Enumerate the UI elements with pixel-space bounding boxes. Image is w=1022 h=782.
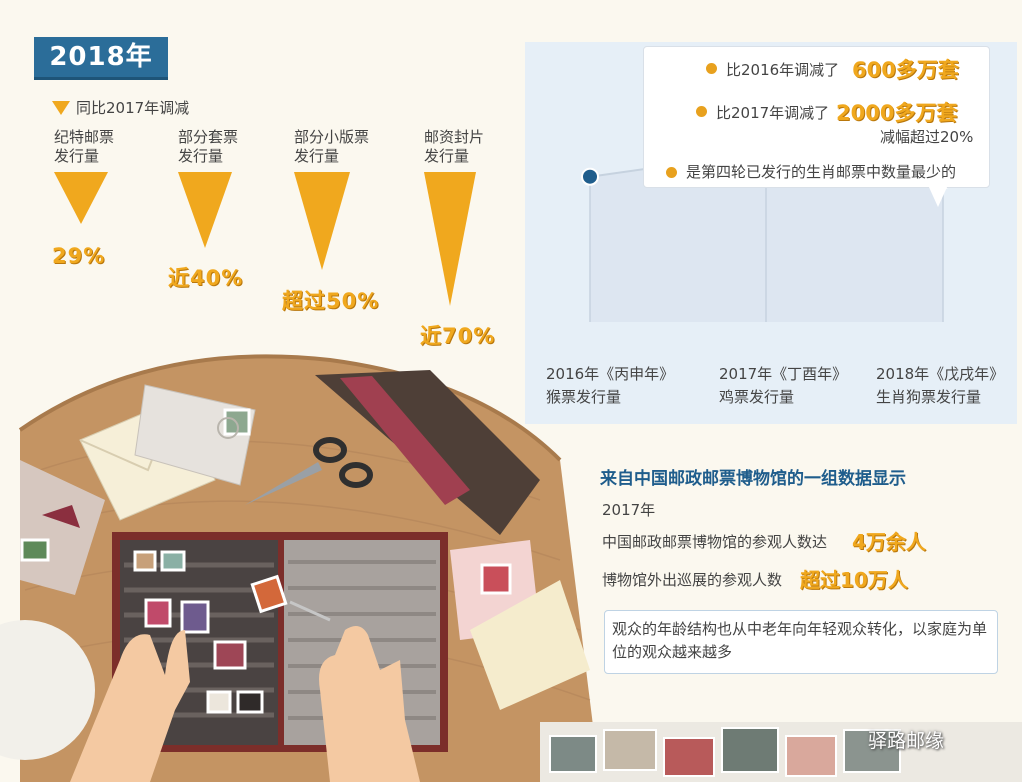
- bullet-dot-icon: [706, 63, 717, 74]
- info-row2-text: 博物馆外出巡展的参观人数: [602, 571, 783, 589]
- reduction-percent: 近40%: [168, 266, 244, 290]
- category-label: 邮资封片发行量: [424, 128, 484, 166]
- watermark-text: 驿路邮缘: [868, 730, 945, 752]
- callout-line2-text: 比2017年调减了: [716, 104, 830, 122]
- category-label: 纪特邮票发行量: [54, 128, 114, 166]
- chart-point: [581, 167, 599, 186]
- callout-tail: [928, 185, 948, 207]
- info-row1-text: 中国邮政邮票博物馆的参观人数达: [602, 533, 828, 551]
- callout-line1-value: 600多万套: [852, 58, 959, 82]
- callout-line3-text: 是第四轮已发行的生肖邮票中数量最少的: [686, 163, 957, 181]
- category-label-line2: 发行量: [424, 147, 470, 165]
- stamps-strip-illustration: [540, 722, 1022, 782]
- legend-label: 同比2017年调减: [76, 99, 190, 117]
- note-text: 观众的年龄结构也从中老年向年轻观众转化，以家庭为单位的观众越来越多: [612, 620, 988, 661]
- x-label-2017: 2017年《丁酉年》 鸡票发行量: [719, 363, 847, 409]
- category-label-line1: 部分小版票: [294, 128, 370, 146]
- reduction-triangle: [178, 172, 232, 248]
- x-label-2018-line2: 生肖狗票发行量: [876, 388, 982, 406]
- callout-line2-sub: 减幅超过20%: [880, 128, 974, 146]
- callout-line2-value: 2000多万套: [836, 101, 958, 125]
- category-label-line2: 发行量: [178, 147, 224, 165]
- down-triangle-icon: [52, 101, 70, 115]
- x-label-2016: 2016年《丙申年》 猴票发行量: [546, 363, 674, 409]
- callout-line1-text: 比2016年调减了: [726, 61, 840, 79]
- x-label-2018: 2018年《戊戌年》 生肖狗票发行量: [876, 363, 1004, 409]
- stamp-album-illustration: [0, 354, 600, 782]
- info-year: 2017年: [602, 501, 656, 519]
- bullet-dot-icon: [666, 167, 677, 178]
- x-label-2016-line1: 2016年《丙申年》: [546, 365, 675, 383]
- x-label-2017-line2: 鸡票发行量: [719, 388, 795, 406]
- reduction-percent: 近70%: [420, 324, 496, 348]
- reduction-triangle: [424, 172, 476, 306]
- category-label-line2: 发行量: [54, 147, 100, 165]
- x-label-2018-line1: 2018年《戊戌年》: [876, 365, 1005, 383]
- category-label: 部分套票发行量: [178, 128, 238, 166]
- reduction-triangle: [294, 172, 350, 270]
- info-row2-value: 超过10万人: [800, 568, 908, 592]
- note-box: [604, 610, 998, 674]
- bullet-dot-icon: [696, 106, 707, 117]
- year-tag: 2018年: [34, 37, 168, 80]
- x-label-2017-line1: 2017年《丁酉年》: [719, 365, 848, 383]
- x-label-2016-line2: 猴票发行量: [546, 388, 622, 406]
- category-label-line1: 部分套票: [178, 128, 239, 146]
- info-row1-value: 4万余人: [852, 530, 926, 554]
- reduction-percent: 超过50%: [282, 289, 380, 313]
- info-title: 来自中国邮政邮票博物馆的一组数据显示: [600, 469, 906, 489]
- reduction-percent: 29%: [52, 244, 106, 268]
- callout-box: [643, 46, 990, 188]
- reduction-triangle: [54, 172, 108, 224]
- category-label-line1: 纪特邮票: [54, 128, 115, 146]
- category-label: 部分小版票发行量: [294, 128, 369, 166]
- category-label-line1: 邮资封片: [424, 128, 485, 146]
- category-label-line2: 发行量: [294, 147, 340, 165]
